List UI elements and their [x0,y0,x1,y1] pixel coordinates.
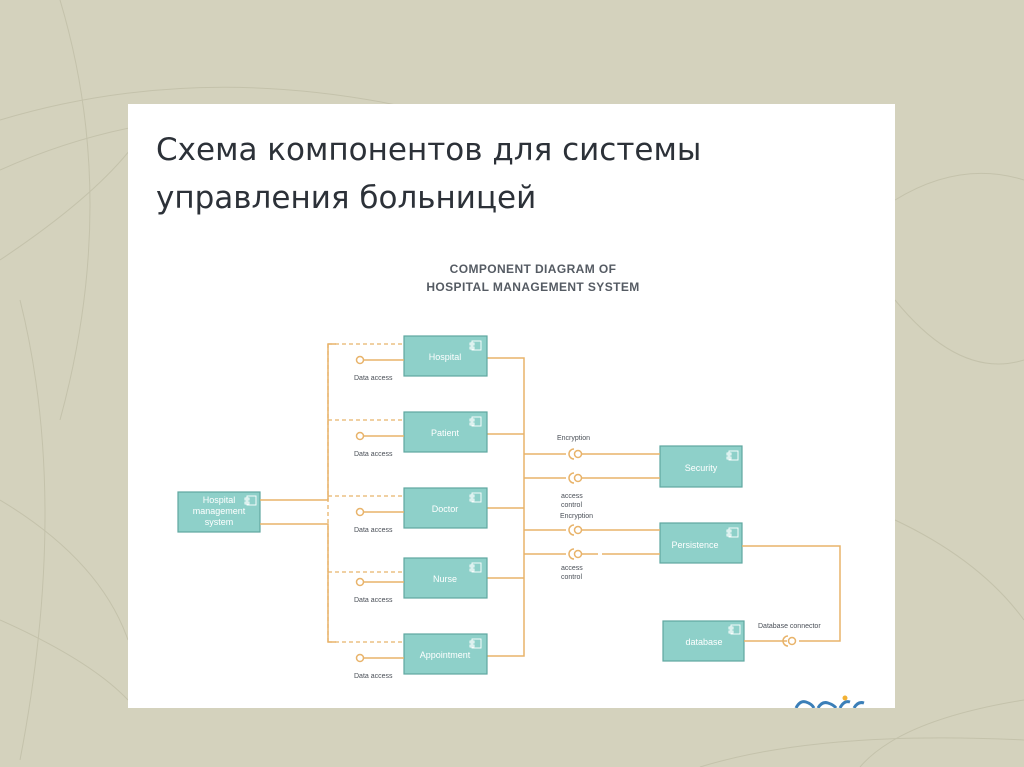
data-access-label: Data access [354,375,393,382]
security-component: Security [659,445,743,488]
persistence-label: Persistence [671,540,718,550]
component-icon [469,562,482,573]
main-component-label-line2: management [193,506,246,516]
security-access-port [568,472,583,484]
database-connector-port [782,635,797,647]
security-label: Security [685,463,718,473]
main-component-label-line1: Hospital [203,495,236,505]
data-access-port [355,653,365,663]
component-icon [469,492,482,503]
database-connector-label: Database connector [758,623,821,630]
data-access-port [355,577,365,587]
slide-title: Схема компонентов для системы управления… [156,126,876,222]
slide-title-line2: управления больницей [156,180,537,216]
main-component-label-line3: system [205,517,234,527]
component-label: Nurse [433,574,457,584]
slide-card: Схема компонентов для системы управления… [128,104,895,708]
persistence-encryption-label: Encryption [560,513,593,520]
component-label: Doctor [432,504,459,514]
component-diagram: COMPONENT DIAGRAM OF HOSPITAL MANAGEMENT… [177,262,865,708]
persistence-access-control-line2: control [561,574,582,581]
database-component: database [662,620,745,662]
component-icon [469,340,482,351]
component-label: Patient [431,428,460,438]
main-component: Hospital management system [177,491,261,533]
security-access-control-line2: control [561,502,582,509]
diagram-title-line1: COMPONENT DIAGRAM OF [450,262,617,276]
creately-logo [794,695,865,708]
slide-title-line1: Схема компонентов для системы [156,132,702,168]
component-icon [469,416,482,427]
data-access-label: Data access [354,673,393,680]
data-access-port [355,355,365,365]
data-access-label: Data access [354,597,393,604]
persistence-component: Persistence [659,522,743,564]
data-access-label: Data access [354,527,393,534]
persistence-access-port [568,548,583,560]
data-access-port [355,507,365,517]
database-label: database [685,637,722,647]
security-encryption-port [568,448,583,460]
security-encryption-label: Encryption [557,435,590,442]
component-label: Hospital [429,352,462,362]
persistence-encryption-port [568,524,583,536]
component-icon [244,495,257,506]
component-icon [469,638,482,649]
component-label: Appointment [420,650,471,660]
persistence-access-control-line1: access [561,565,583,572]
data-access-label: Data access [354,451,393,458]
security-access-control-line1: access [561,493,583,500]
diagram-title-line2: HOSPITAL MANAGEMENT SYSTEM [426,280,639,294]
data-access-port [355,431,365,441]
